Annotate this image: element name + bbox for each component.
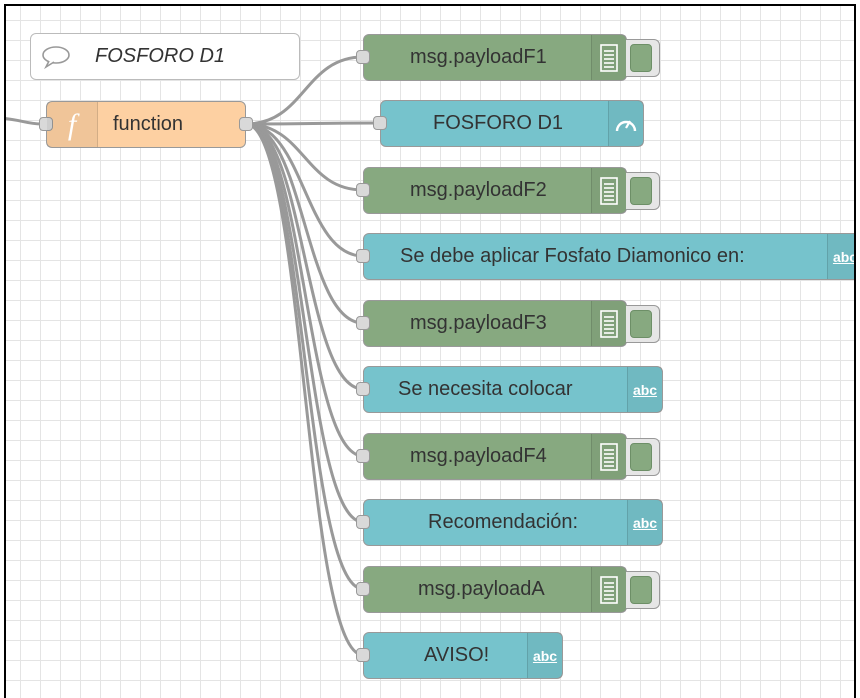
function-icon: f bbox=[47, 102, 98, 147]
debug-toggle-button[interactable] bbox=[626, 39, 660, 77]
debug-input-port[interactable] bbox=[356, 183, 370, 197]
function-input-port[interactable] bbox=[39, 117, 53, 131]
text-abc-icon: abc bbox=[827, 234, 854, 279]
text-abc-icon: abc bbox=[627, 500, 662, 545]
wire bbox=[245, 122, 364, 192]
text-input-port[interactable] bbox=[356, 515, 370, 529]
debug-node-payloadF2[interactable]: msg.payloadF2 bbox=[356, 167, 660, 214]
text-node-recomendacion[interactable]: Recomendación: abc bbox=[356, 499, 663, 546]
debug-label: msg.payloadF2 bbox=[410, 179, 547, 201]
function-node[interactable]: f function bbox=[39, 101, 253, 148]
text-input-port[interactable] bbox=[356, 382, 370, 396]
debug-list-icon bbox=[591, 168, 626, 213]
debug-toggle-button[interactable] bbox=[626, 172, 660, 210]
text-abc-icon: abc bbox=[527, 633, 562, 678]
text-label: Se necesita colocar bbox=[398, 378, 573, 400]
debug-toggle-button[interactable] bbox=[626, 571, 660, 609]
debug-toggle-button[interactable] bbox=[626, 438, 660, 476]
text-input-port[interactable] bbox=[356, 648, 370, 662]
debug-list-icon bbox=[591, 434, 626, 479]
debug-list-icon bbox=[591, 301, 626, 346]
wire bbox=[245, 55, 364, 126]
text-node-aviso[interactable]: AVISO! abc bbox=[356, 632, 563, 679]
text-node-se-necesita-colocar[interactable]: Se necesita colocar abc bbox=[356, 366, 663, 413]
text-label: Recomendación: bbox=[428, 511, 579, 533]
wire bbox=[245, 122, 364, 524]
flow-canvas[interactable]: FOSFORO D1 f function msg.payloadF1 FOSF… bbox=[4, 4, 856, 698]
text-node-fosfato-diamonico[interactable]: Se debe aplicar Fosfato Diamonico en: ab… bbox=[356, 233, 854, 280]
wire bbox=[245, 121, 381, 126]
debug-label: msg.payloadF3 bbox=[410, 312, 547, 334]
wire-in bbox=[6, 117, 42, 126]
wire bbox=[245, 122, 364, 258]
debug-label: msg.payloadF1 bbox=[410, 46, 547, 68]
debug-list-icon bbox=[591, 567, 626, 612]
debug-node-payloadA[interactable]: msg.payloadA bbox=[356, 566, 660, 613]
gauge-node-fosforo-d1[interactable]: FOSFORO D1 bbox=[373, 100, 644, 147]
debug-node-payloadF1[interactable]: msg.payloadF1 bbox=[356, 34, 660, 81]
debug-toggle-button[interactable] bbox=[626, 305, 660, 343]
debug-label: msg.payloadF4 bbox=[410, 445, 547, 467]
wire bbox=[245, 122, 364, 458]
comment-bubble-icon bbox=[31, 34, 81, 79]
wire bbox=[245, 122, 364, 591]
text-label: Se debe aplicar Fosfato Diamonico en: bbox=[400, 245, 745, 267]
comment-node[interactable]: FOSFORO D1 bbox=[30, 33, 300, 80]
gauge-label: FOSFORO D1 bbox=[433, 112, 564, 134]
debug-label: msg.payloadA bbox=[418, 578, 545, 600]
function-label: function bbox=[113, 113, 184, 135]
debug-input-port[interactable] bbox=[356, 316, 370, 330]
function-output-port[interactable] bbox=[239, 117, 253, 131]
debug-node-payloadF3[interactable]: msg.payloadF3 bbox=[356, 300, 660, 347]
text-input-port[interactable] bbox=[356, 249, 370, 263]
wire bbox=[245, 122, 364, 325]
text-label: AVISO! bbox=[424, 644, 490, 666]
wires-layer bbox=[6, 55, 381, 657]
debug-input-port[interactable] bbox=[356, 449, 370, 463]
wire bbox=[245, 122, 364, 391]
debug-node-payloadF4[interactable]: msg.payloadF4 bbox=[356, 433, 660, 480]
text-abc-icon: abc bbox=[627, 367, 662, 412]
wire bbox=[245, 122, 364, 657]
comment-label: FOSFORO D1 bbox=[95, 45, 226, 67]
debug-list-icon bbox=[591, 35, 626, 80]
debug-input-port[interactable] bbox=[356, 582, 370, 596]
debug-input-port[interactable] bbox=[356, 50, 370, 64]
gauge-input-port[interactable] bbox=[373, 116, 387, 130]
gauge-icon bbox=[608, 101, 643, 146]
